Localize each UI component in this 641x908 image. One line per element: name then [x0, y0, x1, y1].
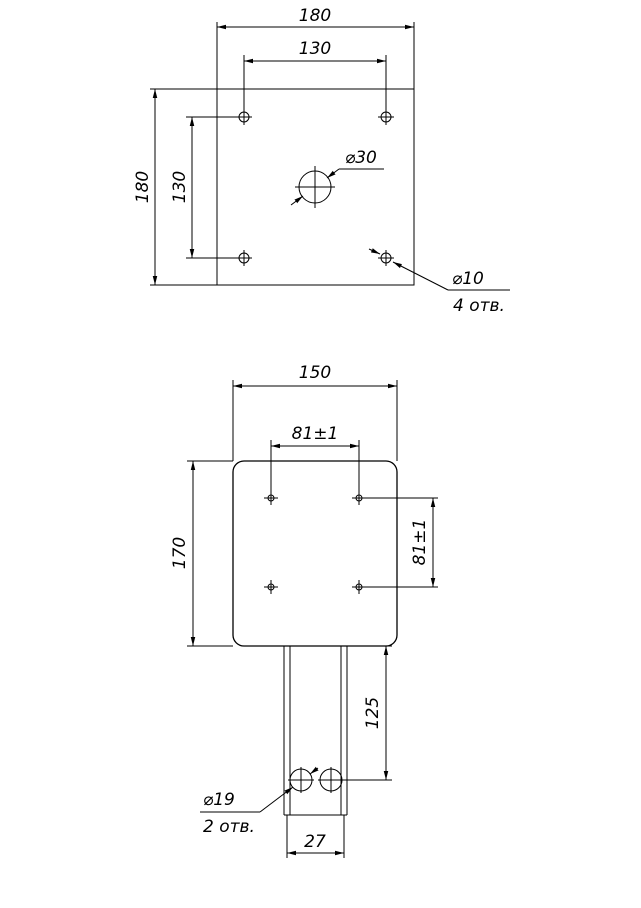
- top-center-hole: [290, 166, 384, 208]
- dim-text-170-v: 170: [170, 537, 190, 569]
- leader-arrow: [309, 766, 319, 775]
- bottom-bracket-view: 150 81±1 170 81±1 125 ⌀19 2 отв. 27: [170, 363, 438, 858]
- leader-line: [259, 786, 294, 813]
- stem-holes: [288, 767, 344, 793]
- dim-text-180-h: 180: [299, 6, 331, 26]
- bottom-plate-outline: [232, 460, 398, 647]
- corner-holes-count: 4 отв.: [453, 296, 505, 316]
- dim-text-81-v: 81±1: [410, 519, 430, 566]
- stem-holes-count: 2 отв.: [203, 817, 255, 837]
- top-plate-outline: [216, 88, 415, 286]
- bottom-plate-holes: [264, 491, 366, 594]
- dim-text-corner-holes: ⌀10: [452, 269, 484, 289]
- top-plate-view: 180 130 180 130 ⌀30 ⌀10 4 отв.: [133, 6, 510, 316]
- dim-text-180-v: 180: [133, 171, 153, 203]
- dim-text-130-h: 130: [299, 39, 331, 59]
- dim-text-150-h: 150: [299, 363, 331, 383]
- leader-line: [392, 261, 449, 291]
- leader-arrow: [368, 248, 381, 255]
- top-corner-holes: [236, 109, 394, 266]
- dim-text-center-hole: ⌀30: [345, 148, 377, 168]
- dim-text-stem-holes: ⌀19: [203, 790, 235, 810]
- stem: [283, 646, 348, 816]
- dim-text-27-h: 27: [304, 832, 326, 852]
- dim-text-81-h: 81±1: [292, 424, 339, 444]
- dim-text-130-v: 130: [170, 171, 190, 203]
- dim-text-125-v: 125: [363, 697, 383, 729]
